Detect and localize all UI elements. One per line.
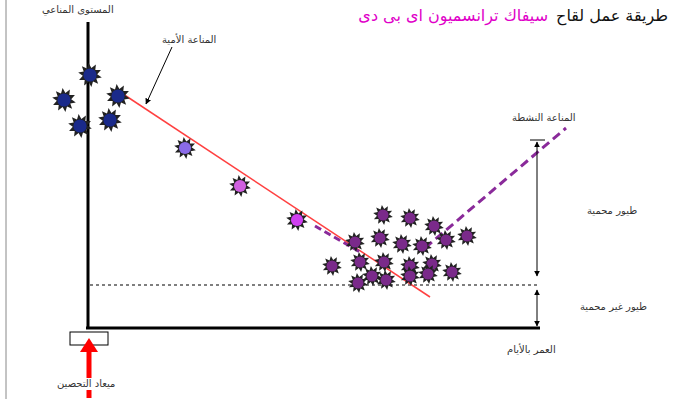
- virus-core: [405, 213, 416, 224]
- virus-spikes: [174, 137, 196, 159]
- virus-spikes: [457, 226, 477, 246]
- protection-threshold: [90, 284, 540, 286]
- active-immunity-label: المناعة النشطة: [510, 112, 578, 124]
- virus-spikes: [106, 84, 130, 108]
- virus-spikes: [436, 230, 456, 250]
- virus-core: [367, 271, 378, 282]
- virus-spikes: [424, 216, 444, 236]
- virus-core: [350, 237, 361, 248]
- active-immunity-line: [425, 128, 566, 248]
- virus-spikes: [442, 262, 462, 282]
- virus-spikes: [373, 205, 393, 225]
- virus-core: [423, 269, 434, 280]
- x-axis: [86, 327, 540, 330]
- axis-label: المستوى المناعي: [40, 4, 116, 16]
- virus-core: [57, 93, 70, 106]
- virus-spikes: [98, 108, 122, 132]
- unprotected-label: طيور غير محمية: [578, 301, 649, 313]
- virus-core: [417, 241, 428, 252]
- virus-core: [327, 261, 338, 272]
- protected-label: طيور محمية: [585, 205, 639, 217]
- axis-label: العمر بالأيام: [505, 344, 558, 356]
- vaccination-arrowhead: [80, 338, 98, 352]
- virus-core: [355, 257, 366, 268]
- virus-core: [441, 235, 452, 246]
- unprotected-bracket: [537, 290, 538, 326]
- virus-spikes: [78, 63, 102, 87]
- virus-spikes: [418, 264, 438, 284]
- maternal-immunity-label: المناعة الأمية: [160, 34, 218, 46]
- virus-spikes: [400, 266, 420, 286]
- virus-core: [179, 142, 191, 154]
- virus-core: [353, 278, 364, 289]
- vaccine-name: سيفاك ترانسميون اى بى دى: [356, 6, 550, 25]
- protected-bracket: [537, 142, 538, 276]
- virus-spikes: [412, 236, 432, 256]
- maternal-immunity-line: [120, 92, 430, 297]
- virus-core: [429, 221, 440, 232]
- virus-spikes: [370, 228, 390, 248]
- bracket-tick: [530, 140, 545, 141]
- virus-spikes: [68, 114, 92, 138]
- virus-core: [375, 233, 386, 244]
- virus-core: [447, 267, 458, 278]
- virus-spikes: [374, 252, 394, 272]
- virus-core: [378, 210, 389, 221]
- virus-spikes: [229, 175, 251, 197]
- virus-spikes: [286, 209, 308, 231]
- virus-spikes: [52, 88, 76, 112]
- virus-core: [83, 68, 96, 81]
- virus-core: [291, 214, 303, 226]
- virus-core: [73, 119, 86, 132]
- virus-spikes: [348, 273, 368, 293]
- leader-line: [146, 47, 172, 104]
- virus-particles: [52, 63, 477, 293]
- virus-core: [397, 239, 408, 250]
- virus-spikes: [392, 234, 412, 254]
- virus-core: [111, 89, 124, 102]
- virus-core: [234, 180, 246, 192]
- virus-core: [379, 257, 390, 268]
- vaccination-arrow: [87, 350, 92, 398]
- virus-spikes: [362, 266, 382, 286]
- virus-spikes: [345, 232, 365, 252]
- virus-core: [462, 231, 473, 242]
- chart-title: طريقة عمل لقاح: [554, 6, 670, 25]
- virus-spikes: [350, 252, 370, 272]
- virus-core: [381, 275, 392, 286]
- virus-core: [103, 113, 116, 126]
- virus-core: [405, 271, 416, 282]
- virus-spikes: [322, 256, 342, 276]
- page-border: [6, 0, 7, 399]
- vaccination-label: ميعاد التحصين: [55, 378, 117, 390]
- virus-spikes: [400, 208, 420, 228]
